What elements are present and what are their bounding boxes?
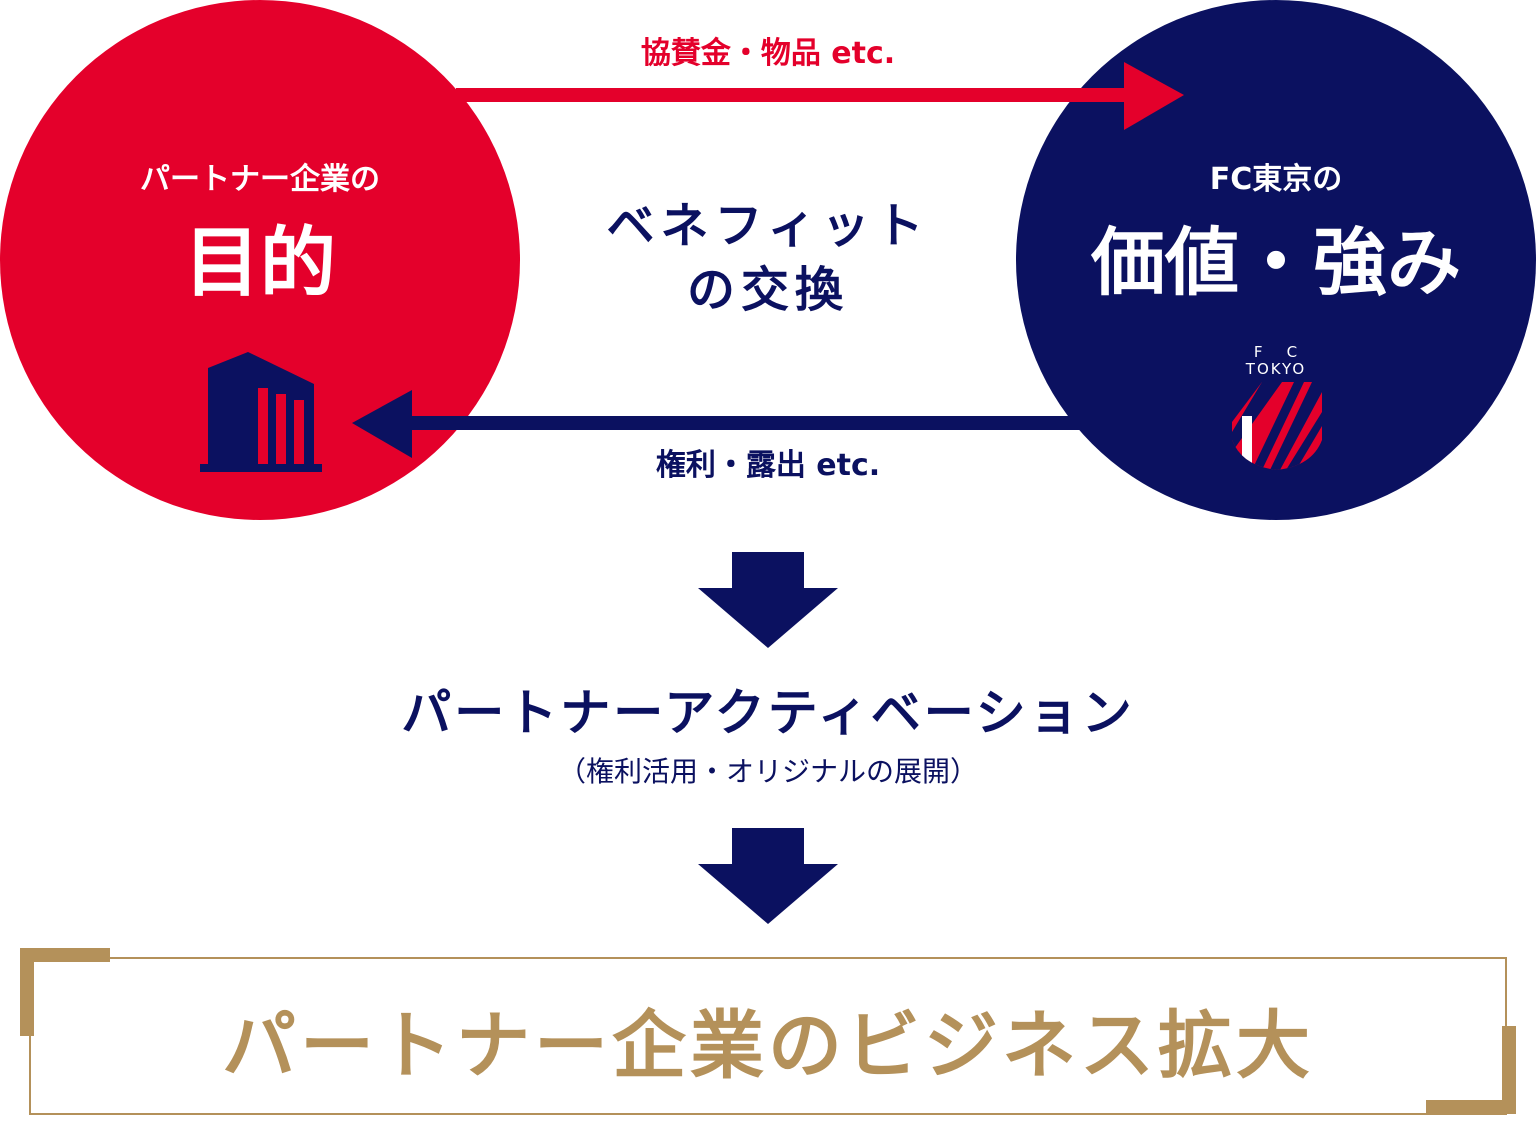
- top-arrow-label: 協賛金・物品 etc.: [640, 36, 896, 71]
- fc-title: 価値・強み: [1091, 220, 1461, 306]
- activation-subtitle: （権利活用・オリジナルの展開）: [557, 755, 978, 788]
- bottom-arrow-label: 権利・露出 etc.: [655, 448, 881, 483]
- partner-title: 目的: [184, 218, 336, 307]
- result-title: パートナー企業のビジネス拡大: [222, 1003, 1314, 1089]
- benefit-exchange-line1: ベネフィット: [606, 198, 930, 254]
- fc-subtitle: FC東京の: [1209, 162, 1343, 197]
- arrow-to-partner: [352, 390, 1080, 458]
- logo-text-top: F C: [1253, 343, 1299, 361]
- activation-title: パートナーアクティベーション: [401, 684, 1135, 742]
- down-arrow-1: [698, 552, 838, 648]
- result-frame: [20, 948, 1516, 1115]
- benefit-exchange-title: ベネフィット の交換: [560, 194, 976, 322]
- logo-text-bottom: TOKYO: [1245, 360, 1307, 378]
- partner-subtitle: パートナー企業の: [140, 162, 380, 197]
- benefit-exchange-line2: の交換: [686, 262, 849, 318]
- fc-tokyo-logo: F C TOKYO: [1228, 344, 1324, 472]
- building-icon: [200, 352, 322, 472]
- fc-tokyo-emblem: [1232, 382, 1322, 470]
- arrow-to-fc: [456, 62, 1184, 130]
- down-arrow-2: [698, 828, 838, 924]
